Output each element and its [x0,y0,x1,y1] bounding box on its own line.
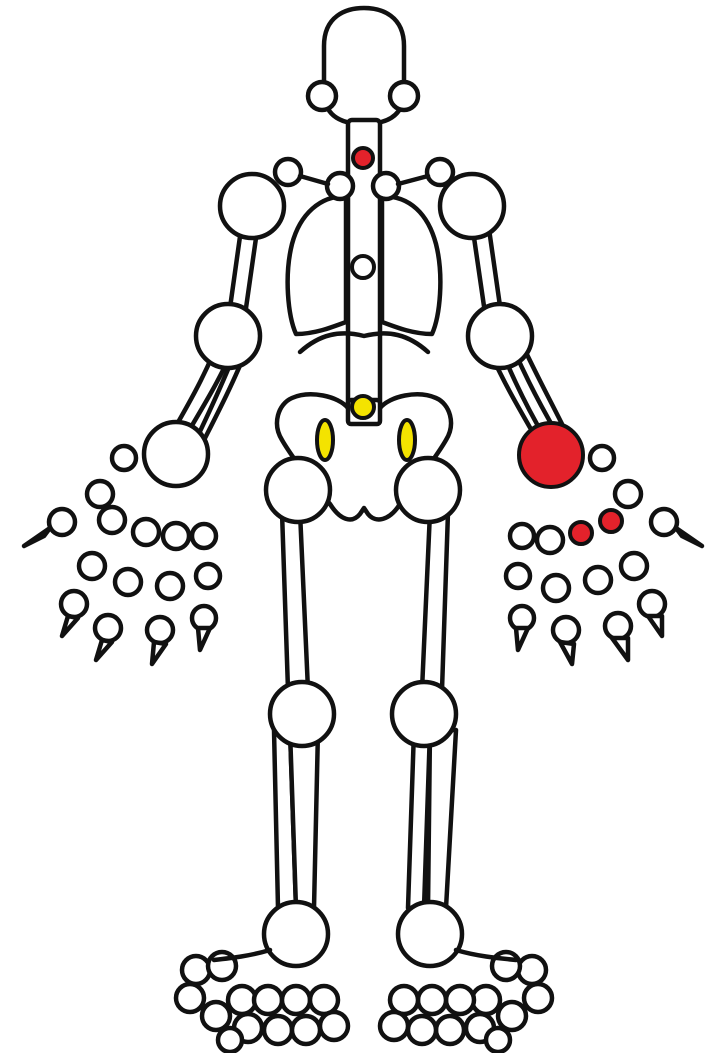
knee-left [392,682,456,746]
jaw-joint-right [308,82,336,110]
mcp-left-middle-joint [600,510,622,532]
sacroiliac-left-joint [317,420,333,460]
ankle-right [264,902,328,966]
wrist-right [144,422,208,486]
hip-left [396,458,460,522]
elbow-left [468,304,532,368]
cervical-spine-joint [353,148,373,168]
lung-left [382,196,440,334]
ankle-left [398,902,462,966]
lumbar-spine-joint [352,396,374,418]
mcp-left-index-joint [570,522,592,544]
clavicle-right-outer [275,159,301,185]
sacroiliac-right-joint [399,420,415,460]
knee-right [270,682,334,746]
foot-left [380,952,552,1052]
thoracic-spine-joint [352,256,374,278]
wrist-left-joint [519,423,583,487]
clavicle-left-outer [427,159,453,185]
shoulder-right [220,174,284,238]
hip-right [266,458,330,522]
lung-right [288,196,346,334]
jaw-joint-left [390,82,418,110]
elbow-right [196,304,260,368]
clavicle-left-inner [373,173,399,199]
foot-right [176,952,348,1052]
clavicle-right-inner [327,173,353,199]
